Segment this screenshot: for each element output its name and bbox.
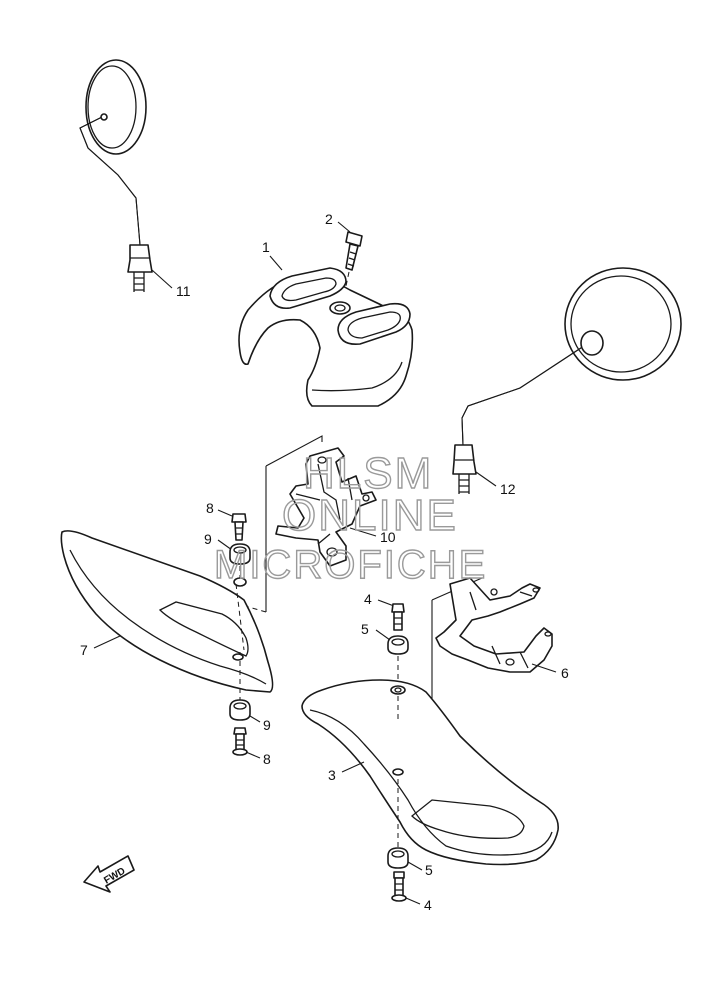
callout-8-upper: 8 [206, 500, 214, 516]
mirror-left [79, 59, 173, 292]
fasteners-left-upper [217, 509, 251, 587]
callout-4-lower: 4 [424, 897, 432, 913]
cover-1 [238, 255, 414, 407]
bracket-6 [403, 577, 557, 717]
callout-6: 6 [561, 665, 569, 681]
side-cover-right-3 [301, 679, 559, 866]
watermark-line2: ONLINE [282, 491, 458, 540]
callout-5-upper: 5 [361, 621, 369, 637]
watermark-line1: HLSM [303, 449, 433, 498]
callout-7: 7 [80, 642, 88, 658]
bracket-10 [237, 435, 377, 613]
callouts: 1 2 3 4 4 5 5 6 7 8 8 9 9 10 11 12 [80, 211, 569, 913]
callout-8-lower: 8 [263, 751, 271, 767]
callout-9-lower: 9 [263, 717, 271, 733]
fasteners-right-lower [387, 847, 423, 905]
callout-1: 1 [262, 239, 270, 255]
callout-10: 10 [380, 529, 396, 545]
callout-12: 12 [500, 481, 516, 497]
watermark: HLSM ONLINE MICROFICHE [213, 448, 487, 587]
fasteners-right-upper [375, 599, 409, 686]
callout-3: 3 [328, 767, 336, 783]
side-cover-left-7 [60, 530, 274, 702]
forward-arrow-icon: FWD [83, 855, 135, 893]
callout-9-upper: 9 [204, 531, 212, 547]
watermark-line3: MICROFICHE [214, 543, 487, 587]
callout-11: 11 [176, 283, 191, 299]
mirror-right [452, 267, 682, 494]
callout-2: 2 [325, 211, 333, 227]
callout-5-lower: 5 [425, 862, 433, 878]
callout-4-upper: 4 [364, 591, 372, 607]
fasteners-left-lower [229, 699, 261, 759]
